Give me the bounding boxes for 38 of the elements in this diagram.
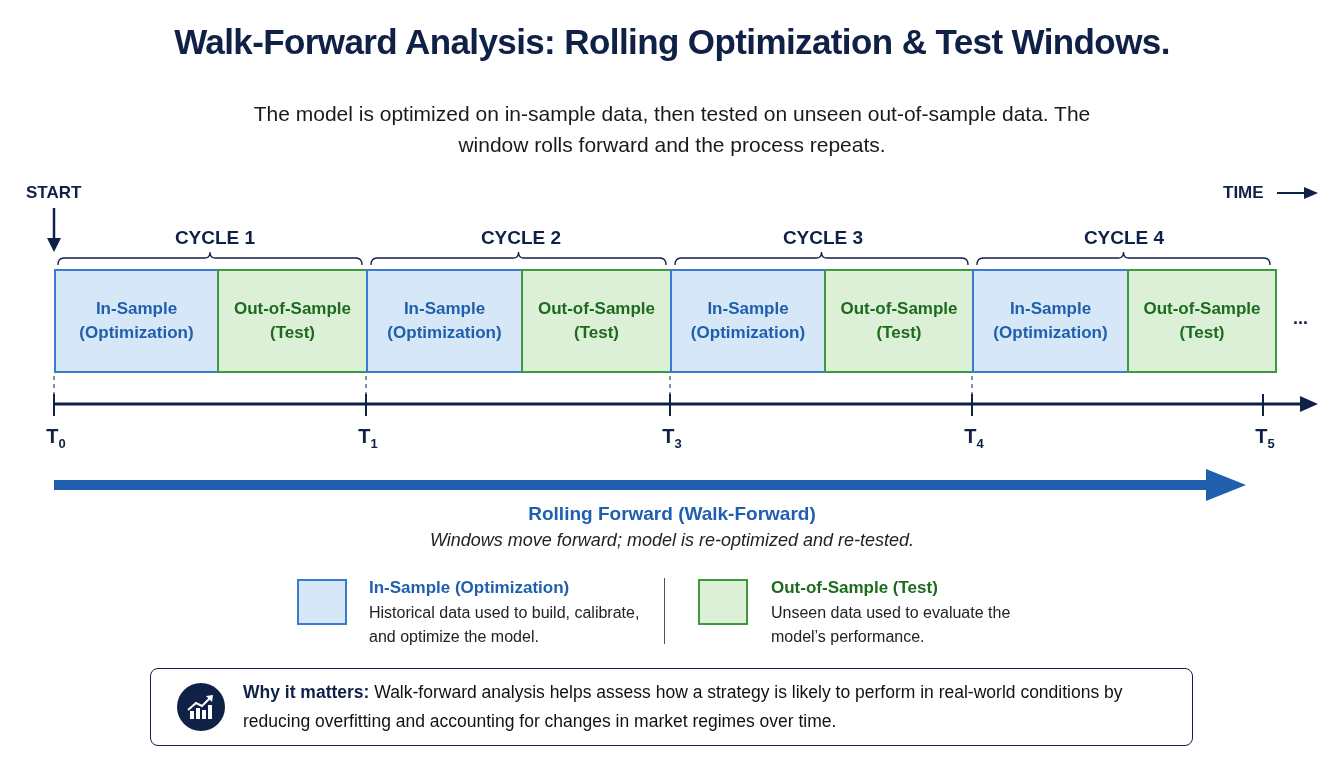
cycle-label: CYCLE 1 xyxy=(174,226,256,250)
legend-description: Unseen data used to evaluate the model’s performance. xyxy=(771,603,1012,647)
window-label: Out-of-Sample (Test) xyxy=(839,298,959,344)
optimization-window-box xyxy=(366,269,523,373)
test-window-box xyxy=(824,269,974,373)
time-label: TIME xyxy=(1223,182,1264,204)
time-tick-label: T$_{3}$ xyxy=(662,424,682,453)
legend-label: Out-of-Sample (Test) xyxy=(771,578,938,598)
title: Walk-Forward Analysis: Rolling Optimization & Test Windows. xyxy=(173,22,1171,62)
legend-label: In-Sample (Optimization) xyxy=(369,578,570,598)
test-window-box xyxy=(217,269,368,373)
optimization-window-box xyxy=(54,269,219,373)
time-tick-label: T$_{1}$ xyxy=(358,424,378,453)
time-tick-label: T$_{0}$ xyxy=(46,424,66,453)
cycle-label: CYCLE 3 xyxy=(782,226,864,250)
legend-description: Historical data used to build, calibrate, and optimize the model. xyxy=(369,603,641,647)
start-label: START xyxy=(26,182,82,204)
note-text: Why it matters: Walk-forward analysis helps assess how a strategy is likely to perform in real-world conditions by reducing overfitting and accounting for changes in market regimes over time. xyxy=(243,681,1124,733)
window-label: Out-of-Sample (Test) xyxy=(1142,298,1262,344)
window-label: In-Sample (Optimization) xyxy=(386,298,503,344)
window-label: Out-of-Sample (Test) xyxy=(536,298,657,344)
window-label: In-Sample (Optimization) xyxy=(78,298,195,344)
arrow-caption: Windows move forward; model is re-optimized and re-tested. xyxy=(430,529,914,552)
time-tick-label: T$_{4}$ xyxy=(964,424,984,453)
optimization-window-box xyxy=(972,269,1129,373)
optimization-window-box xyxy=(670,269,826,373)
window-label: In-Sample (Optimization) xyxy=(992,298,1109,344)
note-box xyxy=(150,668,1193,746)
test-window-box xyxy=(521,269,672,373)
arrow-title: Rolling Forward (Walk-Forward) xyxy=(528,502,816,526)
test-window-box xyxy=(1127,269,1277,373)
window-label: Out-of-Sample (Test) xyxy=(232,298,353,344)
cycle-label: CYCLE 2 xyxy=(480,226,562,250)
time-tick-label: T$_{5}$ xyxy=(1255,424,1275,453)
subtitle: The model is optimized on in-sample data, then tested on unseen out-of-sample data. The window rolls forward and the process repeats. xyxy=(252,101,1092,158)
cycle-label: CYCLE 4 xyxy=(1083,226,1165,250)
window-label: In-Sample (Optimization) xyxy=(689,298,807,344)
ellipsis: ... xyxy=(1293,307,1308,330)
